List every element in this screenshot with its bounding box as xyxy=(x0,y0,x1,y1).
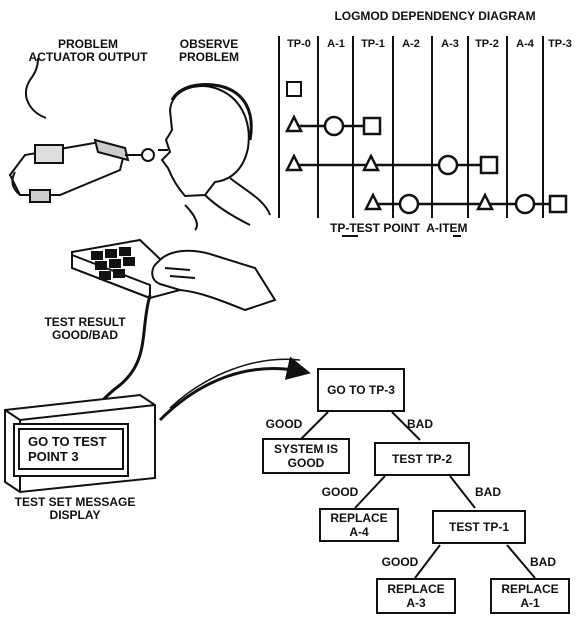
edge-bad-2: BAD xyxy=(475,485,501,499)
edge-good-2: GOOD xyxy=(321,485,359,499)
column-tp1: TP-1 xyxy=(361,38,385,50)
column-a2: A-2 xyxy=(402,38,420,50)
legend-text: TP-TEST POINT A-ITEM xyxy=(330,221,468,235)
diagram-title: LOGMOD DEPENDENCY DIAGRAM xyxy=(334,9,536,23)
keypad-illustration xyxy=(71,238,277,312)
actuator-illustration xyxy=(8,57,155,203)
edge-bad-3: BAD xyxy=(530,555,556,569)
edge-good-1: GOOD xyxy=(265,417,303,431)
node-test-tp2: TEST TP-2 xyxy=(374,442,470,476)
tree-connectors xyxy=(299,411,536,579)
node-replace-a4: REPLACE A-4 xyxy=(319,508,399,542)
dependency-row-2 xyxy=(284,114,382,137)
dependency-row-4 xyxy=(363,192,568,215)
column-a3: A-3 xyxy=(441,38,459,50)
test-set-label: TEST SET MESSAGE DISPLAY xyxy=(14,495,136,522)
tp0-square xyxy=(286,81,302,97)
observe-problem-label: OBSERVE PROBLEM xyxy=(179,37,239,64)
display-message: GO TO TEST POINT 3 xyxy=(18,428,124,470)
node-system-is-good: SYSTEM IS GOOD xyxy=(262,438,350,474)
problem-output-label: PROBLEM ACTUATOR OUTPUT xyxy=(28,37,148,64)
test-result-label: TEST RESULT GOOD/BAD xyxy=(44,315,126,342)
column-a1: A-1 xyxy=(327,38,345,50)
observer-illustration xyxy=(158,83,271,231)
column-tp2: TP-2 xyxy=(475,38,499,50)
node-replace-a3: REPLACE A-3 xyxy=(376,578,456,614)
column-tp0: TP-0 xyxy=(287,38,311,50)
node-replace-a1: REPLACE A-1 xyxy=(490,578,570,614)
node-go-to-tp3: GO TO TP-3 xyxy=(317,368,405,412)
curved-arrow xyxy=(158,356,311,422)
node-test-tp1: TEST TP-1 xyxy=(432,510,526,544)
dependency-row-3 xyxy=(284,153,499,176)
edge-bad-1: BAD xyxy=(407,417,433,431)
column-tp3: TP-3 xyxy=(548,38,572,50)
edge-good-3: GOOD xyxy=(381,555,419,569)
column-a4: A-4 xyxy=(516,38,534,50)
